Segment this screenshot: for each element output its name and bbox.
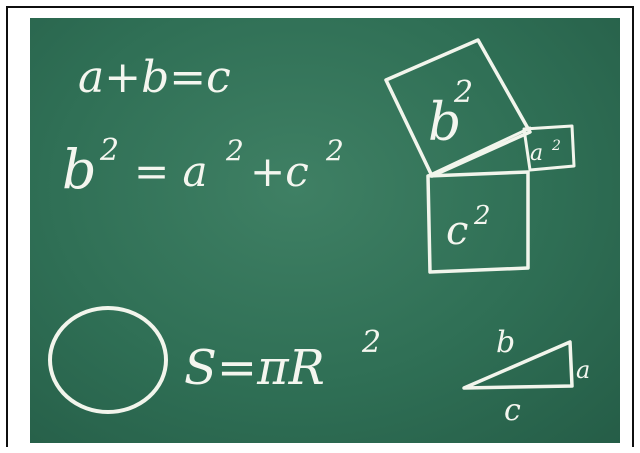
- formula-sum: a+b=c: [78, 52, 231, 103]
- square-b-exp: 2: [453, 75, 473, 110]
- square-c-exp: 2: [473, 201, 491, 231]
- square-c: [426, 170, 530, 274]
- triangle-label-b: b: [496, 325, 515, 360]
- triangle-hypotenuse-line: [426, 126, 532, 178]
- right-triangle: b a c: [462, 325, 590, 428]
- frame-border-right: [632, 6, 634, 447]
- formula-circle-exp: 2: [361, 325, 381, 360]
- pythagoras-squares: b 2 a 2 c 2: [384, 38, 576, 274]
- frame-border-top: [6, 6, 634, 8]
- square-a: [522, 124, 576, 172]
- formula-b: b: [62, 138, 97, 201]
- triangle-label-a: a: [576, 356, 590, 384]
- formula-a-exp: 2: [225, 134, 244, 167]
- formula-c-exp: 2: [325, 134, 344, 167]
- formula-pythagoras: b 2 = a 2 +c 2: [62, 133, 344, 201]
- square-b-label: b: [428, 93, 461, 153]
- circle-drawing: [48, 306, 168, 414]
- square-b: [384, 38, 532, 178]
- triangle-label-c: c: [504, 393, 521, 428]
- formula-plus-c: +c: [250, 147, 309, 196]
- formula-circle-text: S=πR: [184, 340, 325, 396]
- square-a-label: a: [530, 141, 543, 166]
- square-a-exp: 2: [551, 138, 561, 154]
- formula-b-exp: 2: [99, 133, 119, 168]
- triangle-shape: [462, 340, 574, 390]
- formula-eq-a: = a: [134, 147, 208, 196]
- square-c-label: c: [446, 208, 468, 254]
- formula-circle-area: S=πR 2: [184, 325, 381, 396]
- frame-border-left: [6, 6, 8, 447]
- chalkboard: [30, 18, 620, 443]
